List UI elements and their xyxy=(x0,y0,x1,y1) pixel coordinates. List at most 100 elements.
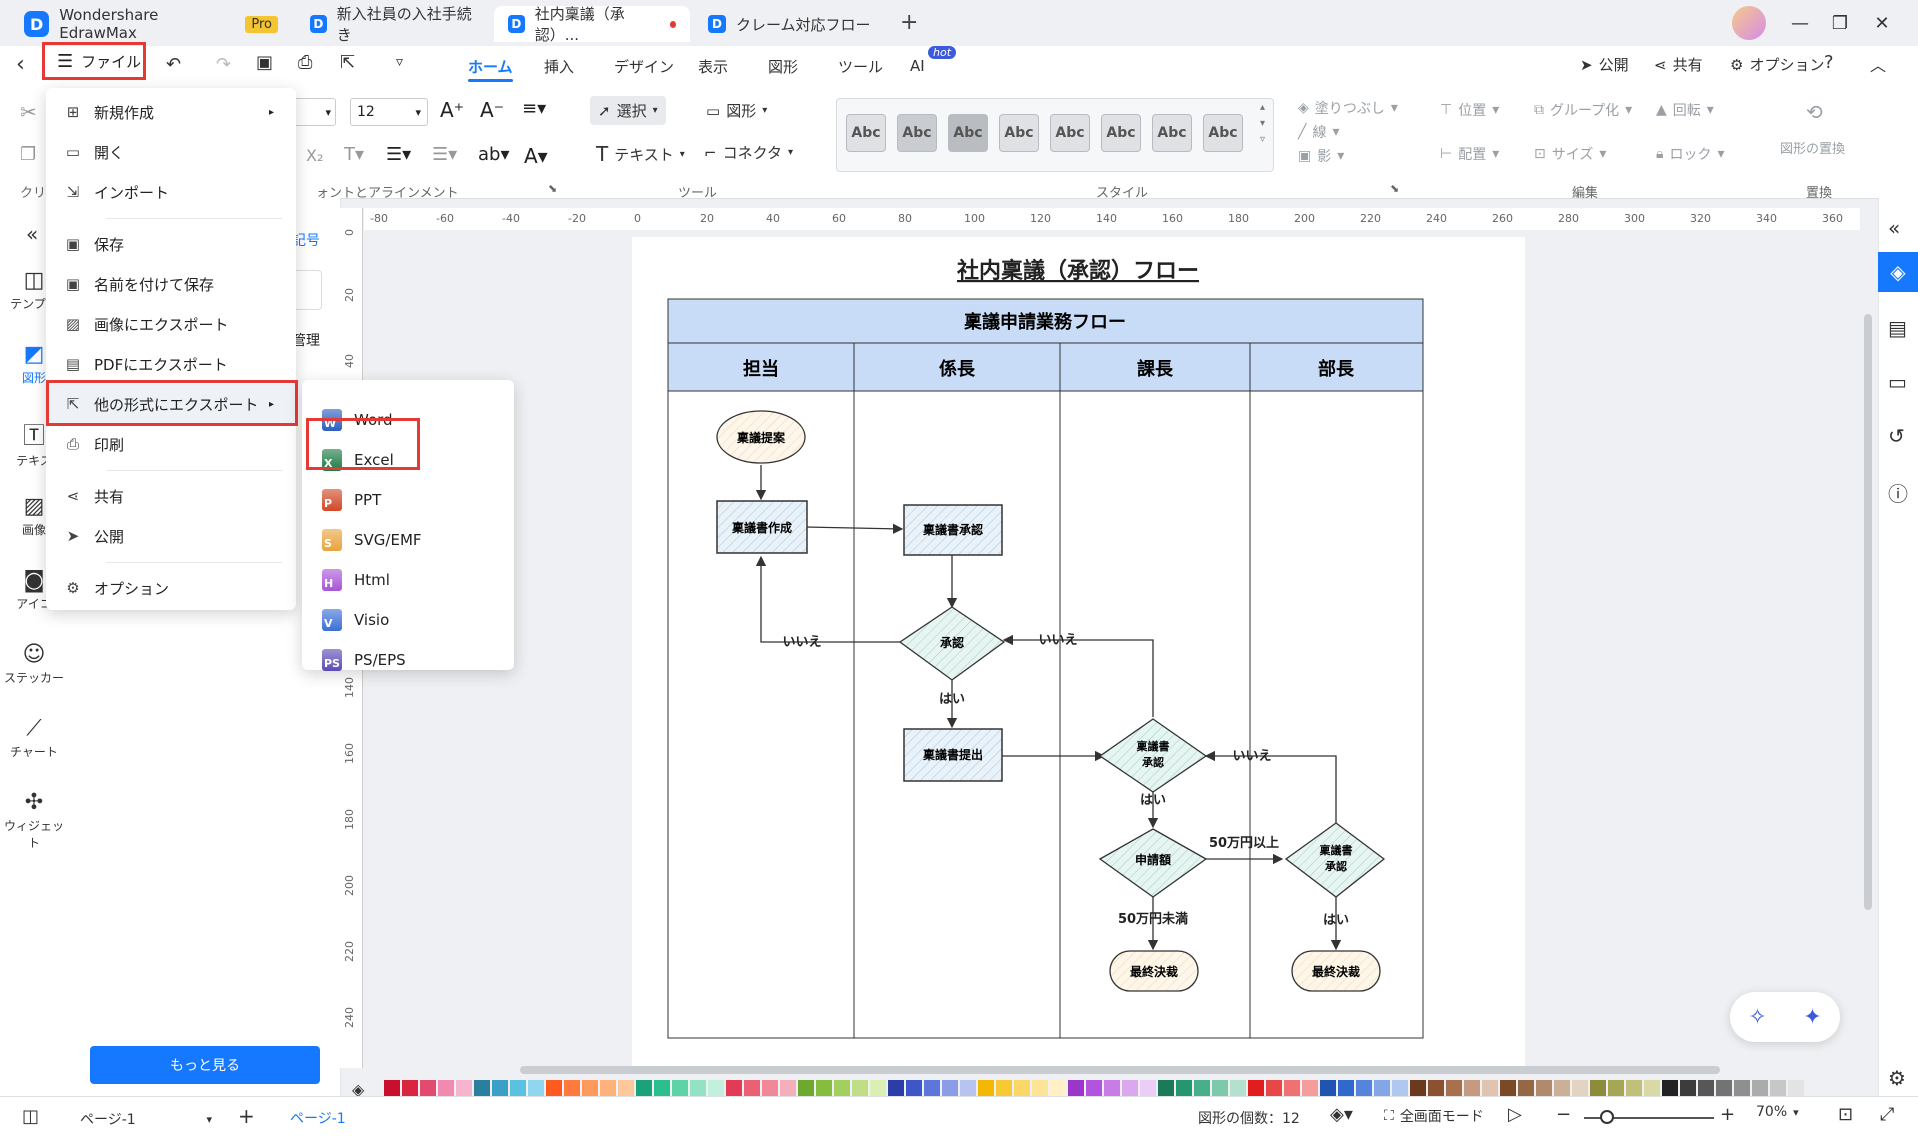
document-tab-active[interactable]: D 社内稟議（承認）... xyxy=(494,5,690,44)
text-direction-icon[interactable]: T▾ xyxy=(344,144,365,165)
zoom-slider-track[interactable] xyxy=(1584,1117,1714,1119)
decision-node[interactable] xyxy=(1098,718,1208,793)
sparkle-icon[interactable]: ✦ xyxy=(1803,1004,1822,1030)
color-swatch[interactable] xyxy=(1302,1080,1318,1098)
color-swatch[interactable] xyxy=(1032,1080,1048,1098)
color-swatch[interactable] xyxy=(1068,1080,1084,1098)
more-button[interactable]: もっと見る xyxy=(90,1046,320,1084)
color-swatch[interactable] xyxy=(906,1080,922,1098)
color-swatch[interactable] xyxy=(726,1080,742,1098)
tab-design[interactable]: デザイン xyxy=(614,57,675,76)
color-swatch[interactable] xyxy=(1122,1080,1138,1098)
print-icon[interactable]: ⎙ xyxy=(298,52,313,73)
color-swatch[interactable] xyxy=(1608,1080,1624,1098)
style-swatch[interactable]: Abc xyxy=(1203,114,1243,152)
font-dialog-launcher-icon[interactable]: ⬊ xyxy=(548,182,558,195)
connector-tool-button[interactable]: ⌐コネクタ▾ xyxy=(704,143,794,163)
color-swatch[interactable] xyxy=(1212,1080,1228,1098)
color-swatch[interactable] xyxy=(618,1080,634,1098)
color-swatch[interactable] xyxy=(1770,1080,1786,1098)
color-swatch[interactable] xyxy=(1788,1080,1804,1098)
color-swatch[interactable] xyxy=(528,1080,544,1098)
color-swatch[interactable] xyxy=(1680,1080,1696,1098)
document-tab[interactable]: D 新入社員の入社手続き xyxy=(296,5,490,44)
rail-item-templates[interactable]: ◫テンプレ xyxy=(0,268,68,312)
horizontal-scrollbar[interactable] xyxy=(520,1066,1720,1074)
expand-icon[interactable]: ⤢ xyxy=(1880,1104,1895,1125)
replace-shape-icon[interactable]: ⟲ xyxy=(1806,100,1823,124)
layers-icon[interactable]: ◈▾ xyxy=(1330,1104,1353,1125)
rail-item-stickers[interactable]: ☺ステッカー xyxy=(0,642,68,686)
shape-tool-button[interactable]: ▭図形▾ xyxy=(706,101,768,121)
color-swatch[interactable] xyxy=(582,1080,598,1098)
color-swatch[interactable] xyxy=(420,1080,436,1098)
publish-button[interactable]: ➤公開 xyxy=(1580,54,1629,75)
group-button[interactable]: ⧉グループ化▾ xyxy=(1534,102,1633,119)
color-swatch[interactable] xyxy=(1230,1080,1246,1098)
menu-item-export-image[interactable]: ▨画像にエクスポート xyxy=(46,304,296,344)
color-swatch[interactable] xyxy=(798,1080,814,1098)
color-swatch[interactable] xyxy=(870,1080,886,1098)
redo-icon[interactable]: ↷ xyxy=(216,54,232,75)
color-swatch[interactable] xyxy=(510,1080,526,1098)
increase-font-icon[interactable]: A⁺ xyxy=(440,98,465,122)
new-tab-button[interactable]: + xyxy=(900,10,919,35)
history-icon[interactable]: ↺ xyxy=(1888,424,1905,448)
add-page-button[interactable]: + xyxy=(238,1104,255,1128)
rail-item-widgets[interactable]: ✣ウィジェット xyxy=(0,790,68,851)
quick-access-dropdown-icon[interactable]: ▿ xyxy=(396,54,404,70)
start-node[interactable] xyxy=(716,410,806,464)
color-swatch[interactable] xyxy=(834,1080,850,1098)
line-button[interactable]: ╱線▾ xyxy=(1298,124,1340,141)
color-swatch[interactable] xyxy=(1338,1080,1354,1098)
color-swatch[interactable] xyxy=(1050,1080,1066,1098)
color-swatch[interactable] xyxy=(978,1080,994,1098)
color-swatch[interactable] xyxy=(1500,1080,1516,1098)
decision-node[interactable] xyxy=(898,606,1006,681)
page-list-icon[interactable]: ◫ xyxy=(22,1106,40,1127)
font-family-dropdown[interactable]: ▾ xyxy=(290,98,336,126)
tab-ai[interactable]: AI xyxy=(910,57,925,75)
color-swatch[interactable] xyxy=(384,1080,400,1098)
color-swatch[interactable] xyxy=(654,1080,670,1098)
help-icon[interactable]: ? xyxy=(1824,52,1834,73)
style-dialog-launcher-icon[interactable]: ⬊ xyxy=(1390,182,1400,195)
color-swatch[interactable] xyxy=(1392,1080,1408,1098)
document-tab[interactable]: D クレーム対応フロー xyxy=(694,6,890,42)
end-node[interactable] xyxy=(1109,950,1199,992)
select-tool-button[interactable]: ➚選択▾ xyxy=(590,96,666,125)
color-swatch[interactable] xyxy=(492,1080,508,1098)
manage-link[interactable]: 管理 xyxy=(292,333,320,349)
font-size-dropdown[interactable]: 12▾ xyxy=(350,98,428,126)
menu-item-print[interactable]: ⎙印刷 xyxy=(46,424,296,464)
color-swatch[interactable] xyxy=(996,1080,1012,1098)
style-swatch[interactable]: Abc xyxy=(897,114,937,152)
color-swatch[interactable] xyxy=(1356,1080,1372,1098)
share-button[interactable]: ⋖共有 xyxy=(1654,54,1703,75)
color-swatch[interactable] xyxy=(1536,1080,1552,1098)
color-swatch[interactable] xyxy=(1320,1080,1336,1098)
menu-item-publish[interactable]: ➤公開 xyxy=(46,516,296,556)
diagram-page[interactable]: 社内稟議（承認）フロー 稟議申請業務フロー 担当 係長 課長 部長 稟 xyxy=(632,237,1525,1067)
shadow-button[interactable]: ▣影▾ xyxy=(1298,148,1345,165)
color-swatch[interactable] xyxy=(1644,1080,1660,1098)
color-swatch[interactable] xyxy=(924,1080,940,1098)
tab-view[interactable]: 表示 xyxy=(698,57,729,76)
color-swatch[interactable] xyxy=(546,1080,562,1098)
color-swatch[interactable] xyxy=(1518,1080,1534,1098)
color-swatch[interactable] xyxy=(1716,1080,1732,1098)
fit-page-icon[interactable]: ⊡ xyxy=(1838,1104,1854,1125)
gallery-scroll-icon[interactable]: ▴▾▿ xyxy=(1260,102,1266,145)
process-node[interactable] xyxy=(903,504,1003,556)
tab-tools[interactable]: ツール xyxy=(838,57,884,76)
color-swatch[interactable] xyxy=(456,1080,472,1098)
menu-item-export-pdf[interactable]: ▤PDFにエクスポート xyxy=(46,344,296,384)
color-swatch[interactable] xyxy=(1482,1080,1498,1098)
zoom-level-dropdown[interactable]: 70%▾ xyxy=(1756,1104,1799,1120)
color-swatch[interactable] xyxy=(1572,1080,1588,1098)
decision-node[interactable] xyxy=(1284,822,1386,898)
